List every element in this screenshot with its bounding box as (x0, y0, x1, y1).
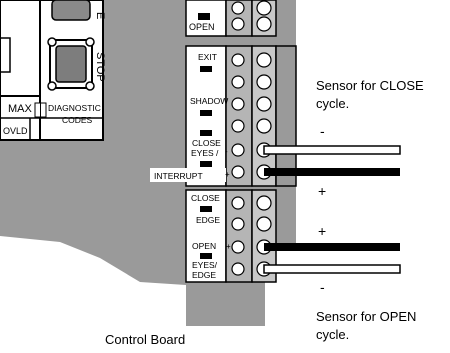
close-eyes-label: CLOSE (192, 138, 221, 148)
edge-label-lower: EDGE (192, 270, 216, 280)
stop-button (47, 37, 95, 91)
top-terminal-strip: OPEN (185, 0, 277, 37)
svg-text:-: - (225, 147, 228, 156)
partial-label: E (94, 12, 106, 19)
shadow-label: SHADOW (190, 96, 228, 106)
edge-label: EDGE (196, 215, 220, 225)
open-button (51, 0, 91, 21)
diagnostic-label: DIAGNOSTIC (48, 103, 101, 113)
close-sensor-wires (263, 145, 401, 176)
open-sensor-label-2: cycle. (316, 327, 349, 342)
open-plus: + (318, 223, 326, 239)
open-minus: - (320, 279, 325, 295)
top-open-label: OPEN (189, 22, 215, 32)
stop-label: STOP (94, 52, 106, 82)
close-sensor-label: Sensor for CLOSE (316, 78, 424, 93)
svg-text:+: + (225, 170, 230, 179)
interrupt-label: INTERRUPT (154, 171, 203, 181)
open-sensor-label: Sensor for OPEN (316, 309, 416, 324)
lower-terminal-block: CLOSE EDGE OPEN EYES/ EDGE + (185, 189, 277, 283)
eyes-label: EYES / (191, 148, 219, 158)
ovld-label: OVLD (3, 126, 28, 136)
open-eyes-label: OPEN (192, 241, 216, 251)
close-minus: - (320, 123, 325, 139)
max-label: MAX (8, 103, 33, 115)
close-sensor-label-2: cycle. (316, 96, 349, 111)
svg-text:+: + (226, 242, 231, 251)
eyes-label-lower: EYES/ (192, 260, 218, 270)
open-sensor-wires (263, 243, 401, 274)
codes-label: CODES (62, 115, 93, 125)
exit-label: EXIT (198, 52, 217, 62)
board-caption: Control Board (105, 332, 185, 347)
close-plus: + (318, 183, 326, 199)
close-edge-label: CLOSE (191, 193, 220, 203)
